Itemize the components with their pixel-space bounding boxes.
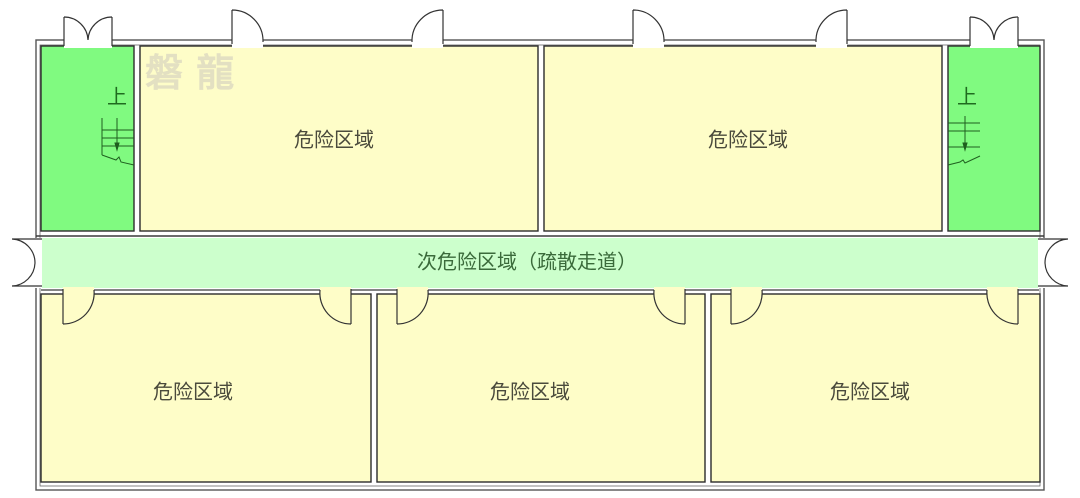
stair-steps-icon	[101, 118, 135, 166]
door-lower-room-3-a[interactable]	[730, 287, 763, 325]
double-door-stair-left[interactable]	[63, 16, 113, 48]
room-label: 危险区域	[708, 128, 788, 152]
watermark: 磐 龍	[145, 50, 234, 95]
room-label: 危险区域	[294, 128, 374, 152]
door-upper-room-1-b[interactable]	[411, 9, 444, 48]
double-door-corridor-west[interactable]	[11, 238, 42, 288]
upper-room-2: 危险区域	[543, 45, 943, 232]
corridor-label: 次危险区域（疏散走道）	[417, 250, 637, 274]
door-upper-room-2-b[interactable]	[815, 9, 848, 48]
room-label: 危险区域	[830, 380, 910, 404]
lower-room-1: 危险区域	[40, 293, 372, 483]
stair-up-label: 上	[957, 85, 977, 109]
double-door-corridor-east[interactable]	[1038, 238, 1069, 288]
stair-up-label: 上	[107, 85, 127, 109]
door-lower-room-2-a[interactable]	[396, 287, 429, 325]
door-lower-room-2-b[interactable]	[653, 287, 686, 325]
lower-room-3: 危险区域	[710, 293, 1041, 483]
door-lower-room-1-b[interactable]	[319, 287, 352, 325]
stairwell-right: 上	[947, 45, 1041, 232]
door-lower-room-1-a[interactable]	[62, 287, 95, 325]
door-upper-room-2-a[interactable]	[632, 9, 665, 48]
room-label: 危险区域	[153, 380, 233, 404]
door-lower-room-3-b[interactable]	[986, 287, 1019, 325]
stair-steps-icon	[947, 116, 981, 166]
room-label: 危险区域	[490, 380, 570, 404]
lower-room-2: 危险区域	[376, 293, 706, 483]
upper-room-1: 磐 龍 危险区域	[139, 45, 539, 232]
double-door-stair-right[interactable]	[969, 16, 1019, 48]
door-upper-room-1-a[interactable]	[231, 9, 264, 48]
stairwell-left: 上	[40, 45, 135, 232]
evacuation-corridor: 次危险区域（疏散走道）	[36, 235, 1044, 288]
